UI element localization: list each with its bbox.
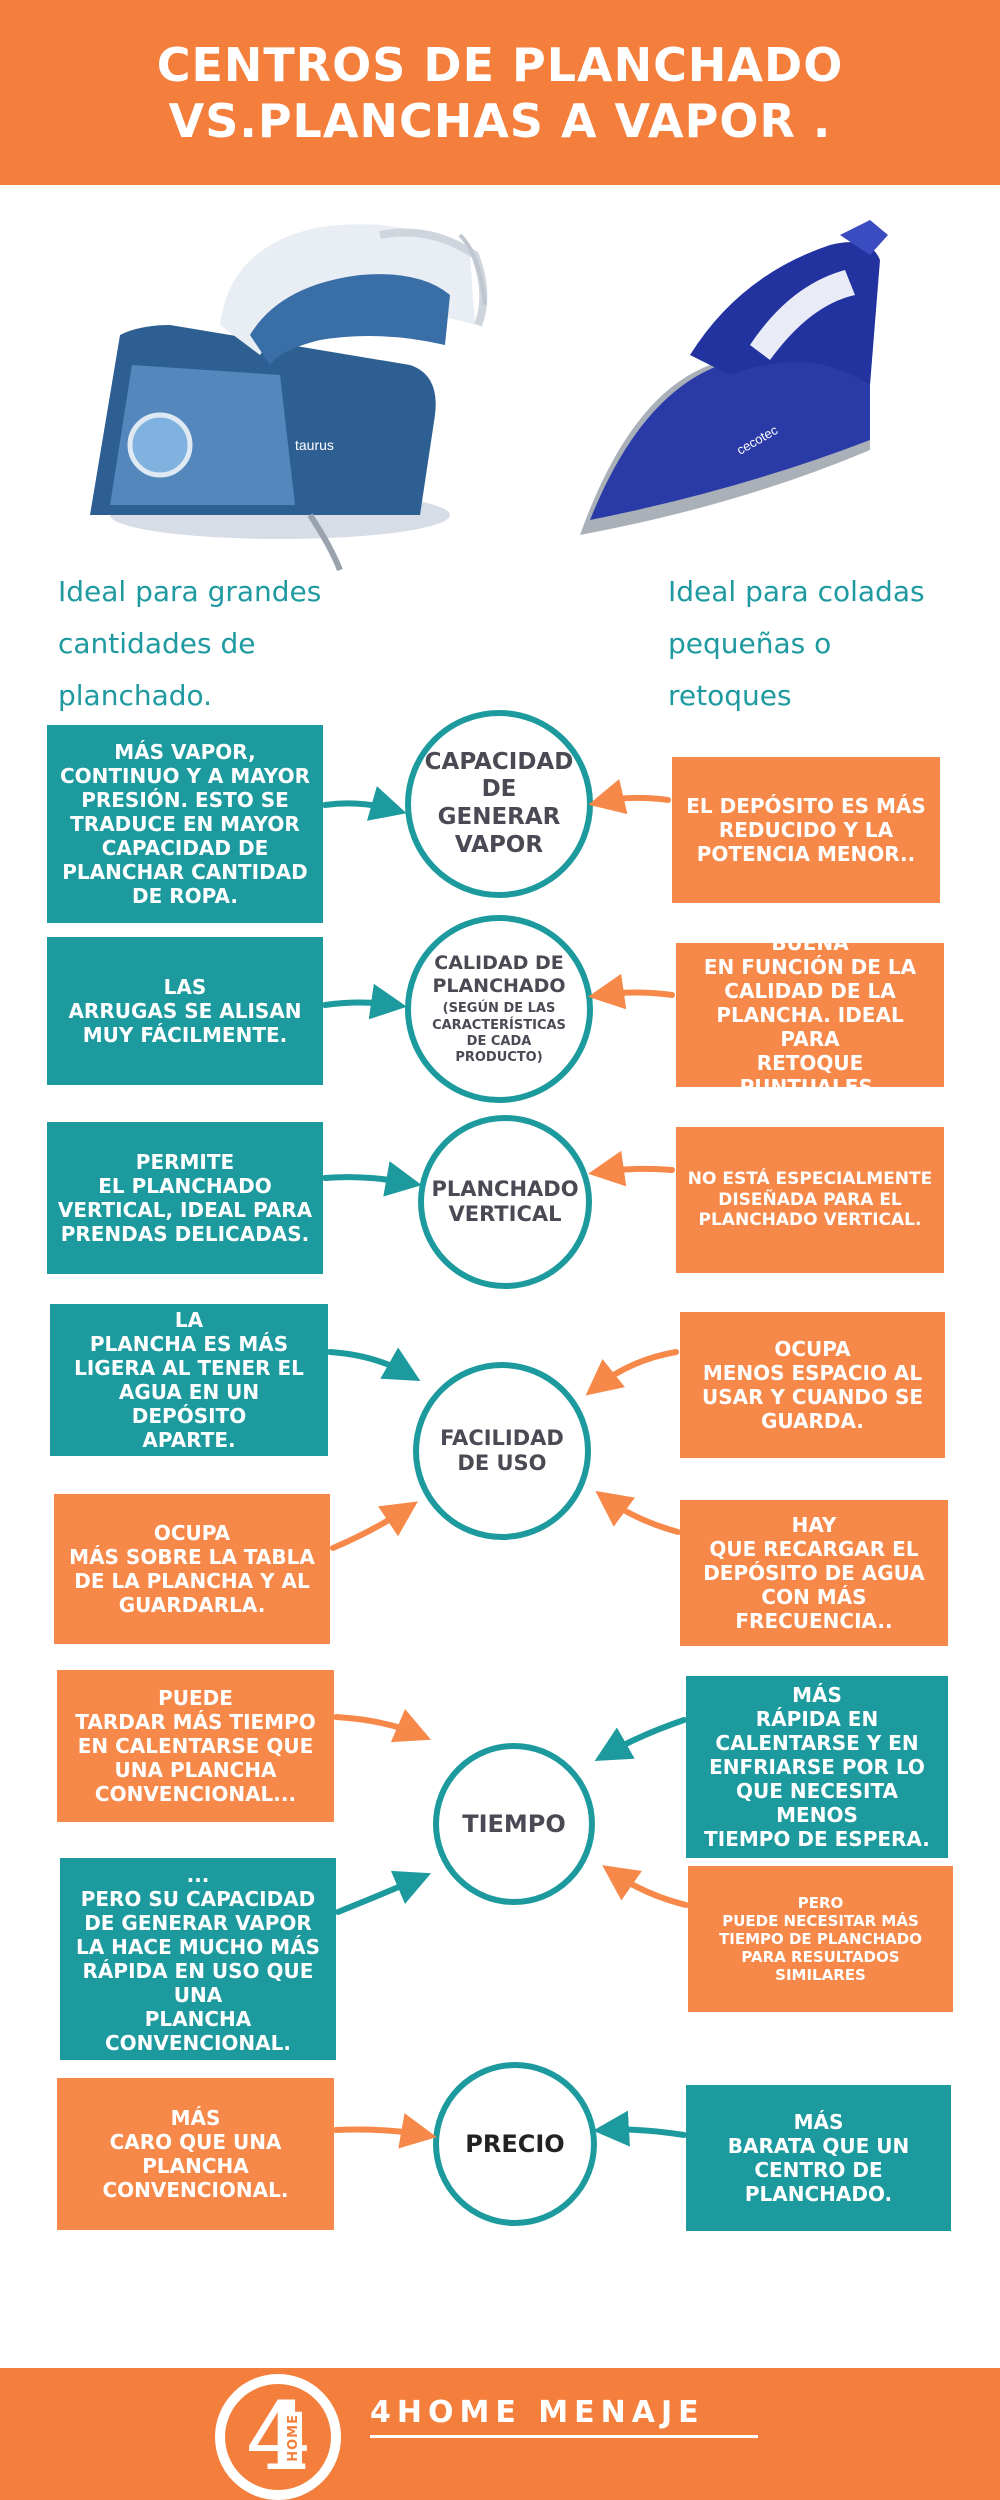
vertical-ironing-circle: PLANCHADO VERTICAL: [418, 1115, 592, 1289]
brand-underline: [370, 2435, 758, 2438]
header-banner: CENTROS DE PLANCHADO VS.PLANCHAS A VAPOR…: [0, 0, 1000, 185]
ironing-quality-circle: CALIDAD DE PLANCHADO (SEGÚN DE LAS CARAC…: [405, 915, 593, 1103]
arrow-vertical-right: [588, 1150, 675, 1187]
arrow-time-left-top: [333, 1709, 432, 1743]
arrow-quality-left: [322, 983, 407, 1020]
arrow-vertical-left: [322, 1161, 422, 1197]
arrow-ease-right-bottom: [595, 1490, 681, 1535]
steam-capacity-left-box: MÁS VAPOR, CONTINUO Y A MAYOR PRESIÓN. E…: [47, 725, 323, 923]
arrow-time-right-bottom: [602, 1865, 689, 1908]
arrow-time-left-bottom: [335, 1870, 432, 1915]
ease-of-use-circle: FACILIDAD DE USO: [413, 1362, 591, 1540]
time-circle: TIEMPO: [433, 1743, 595, 1905]
brand-logo[interactable]: 4 HOME: [215, 2374, 341, 2500]
steam-station-icon: taurus: [90, 224, 488, 572]
vertical-ironing-right-box: NO ESTÁ ESPECIALMENTE DISEÑADA PARA EL P…: [676, 1127, 944, 1273]
vertical-ironing-left-box: PERMITE EL PLANCHADO VERTICAL, IDEAL PAR…: [47, 1122, 323, 1274]
arrow-steam-right: [588, 779, 671, 815]
ease-of-use-left-top-box: LA PLANCHA ES MÁS LIGERA AL TENER EL AGU…: [50, 1304, 328, 1456]
ease-of-use-left-bottom-box: OCUPA MÁS SOBRE LA TABLA DE LA PLANCHA Y…: [54, 1494, 330, 1644]
brand-link[interactable]: 4HOME MENAJE: [370, 2395, 705, 2430]
steam-capacity-right-box: EL DEPÓSITO ES MÁS REDUCIDO Y LA POTENCI…: [672, 757, 940, 903]
steam-iron-icon: cecotec: [580, 220, 888, 535]
arrow-time-right-top: [594, 1717, 687, 1761]
arrow-price-right: [593, 2110, 687, 2147]
page-title-line2: VS.PLANCHAS A VAPOR .: [168, 93, 832, 148]
left-product-brand: taurus: [295, 437, 334, 453]
ease-of-use-right-bottom-box: HAY QUE RECARGAR EL DEPÓSITO DE AGUA CON…: [680, 1500, 948, 1646]
logo-digit: 4: [245, 2382, 311, 2492]
arrow-ease-left-bottom: [330, 1501, 418, 1551]
time-right-bottom-box: PERO PUEDE NECESITAR MÁS TIEMPO DE PLANC…: [688, 1866, 953, 2012]
arrow-steam-left: [322, 786, 407, 821]
footer-banner: [0, 2368, 1000, 2500]
page-title-line1: CENTROS DE PLANCHADO: [156, 37, 844, 92]
time-left-top-box: PUEDE TARDAR MÁS TIEMPO EN CALENTARSE QU…: [57, 1670, 334, 1822]
ease-of-use-right-top-box: OCUPA MENOS ESPACIO AL USAR Y CUANDO SE …: [680, 1312, 945, 1458]
time-right-top-box: MÁS RÁPIDA EN CALENTARSE Y EN ENFRIARSE …: [686, 1676, 948, 1858]
steam-capacity-circle: CAPACIDAD DE GENERAR VAPOR: [405, 710, 593, 898]
time-left-bottom-box: ... PERO SU CAPACIDAD DE GENERAR VAPOR L…: [60, 1858, 336, 2060]
ironing-quality-left-box: LAS ARRUGAS SE ALISAN MUY FÁCILMENTE.: [47, 937, 323, 1085]
logo-word: HOME: [285, 2412, 302, 2464]
price-circle: PRECIO: [433, 2062, 597, 2226]
intro-right: Ideal para coladas pequeñas o retoques: [668, 575, 925, 712]
arrow-price-left: [333, 2113, 437, 2149]
arrow-ease-left-top: [327, 1347, 421, 1381]
arrow-quality-right: [588, 973, 675, 1010]
intro-left: Ideal para grandes cantidades de plancha…: [58, 575, 322, 712]
price-left-box: MÁS CARO QUE UNA PLANCHA CONVENCIONAL.: [57, 2078, 334, 2230]
arrow-ease-right-top: [585, 1349, 679, 1396]
ironing-quality-right-box: BUENA EN FUNCIÓN DE LA CALIDAD DE LA PLA…: [676, 931, 944, 1099]
price-right-box: MÁS BARATA QUE UN CENTRO DE PLANCHADO.: [686, 2085, 951, 2231]
